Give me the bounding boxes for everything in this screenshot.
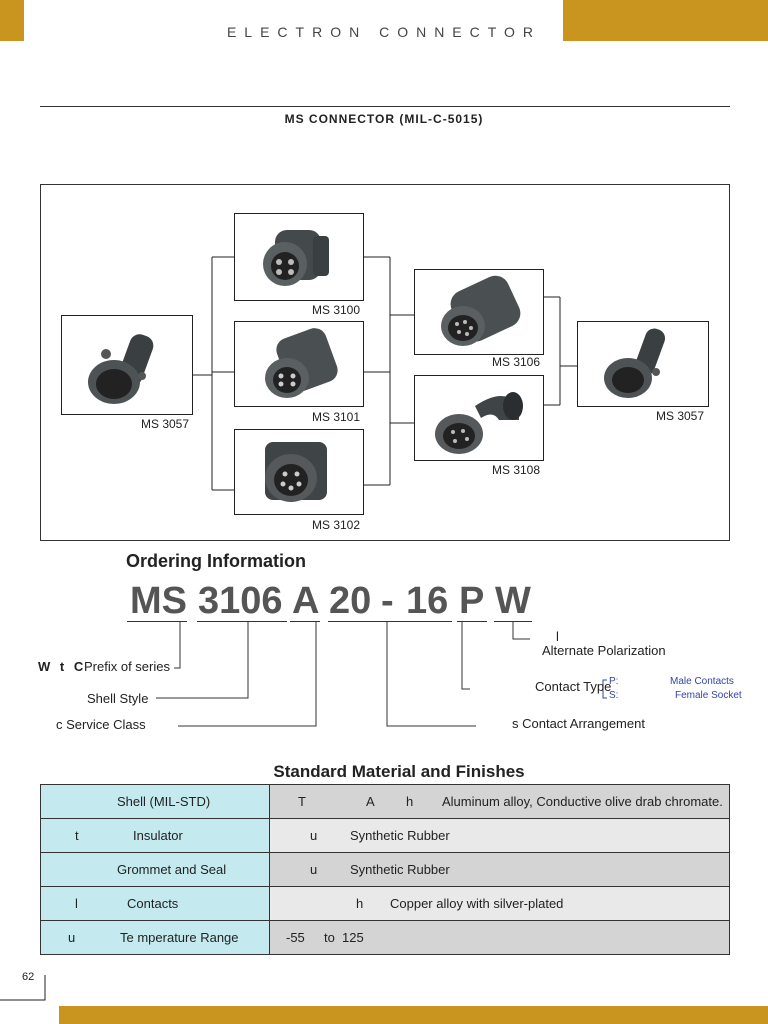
- code-underline-class: [290, 621, 320, 622]
- contact-arrangement-label: s Contact Arrangement: [512, 716, 645, 731]
- code-underline-series: [197, 621, 287, 622]
- section-title: MS CONNECTOR (MIL-C-5015): [284, 112, 484, 126]
- product-box-ms3057-right: [577, 321, 709, 407]
- materials-title: Standard Material and Finishes: [273, 762, 525, 781]
- product-box-ms3100: [234, 213, 364, 301]
- cell-value: 125: [342, 930, 364, 945]
- ms3101-connector-image: [265, 328, 338, 398]
- code-ms: MS: [130, 580, 187, 622]
- table-row: t Insulator u Synthetic Rubber: [40, 818, 730, 853]
- code-dash: -: [381, 580, 394, 622]
- contact-type-p: P:: [609, 676, 619, 687]
- cell-label: Insulator: [133, 828, 183, 843]
- cell-value: Aluminum alloy, Conductive olive drab ch…: [442, 794, 723, 809]
- ms3057-connector-image: [88, 334, 154, 404]
- ms3057-right-connector-image: [604, 328, 666, 398]
- table-row: u Te mperature Range -55 to 125: [40, 920, 730, 955]
- ordering-title: Ordering Information: [126, 551, 306, 571]
- code-underline-ms: [127, 621, 187, 622]
- label-ms3102: MS 3102: [312, 518, 361, 532]
- cell-value: Synthetic Rubber: [350, 862, 450, 877]
- shell-style-label: Shell Style: [87, 691, 149, 706]
- cell-marker: u: [68, 930, 76, 945]
- prefix-marker: W t C: [38, 659, 84, 674]
- code-contact-type: P: [459, 580, 485, 622]
- cell-marker: to: [324, 930, 335, 945]
- section-rule: [40, 106, 730, 107]
- table-row: Grommet and Seal u Synthetic Rubber: [40, 852, 730, 887]
- female-socket-label: Female Socket: [675, 690, 742, 701]
- page-number-bracket: [0, 975, 46, 1001]
- table-cell: Grommet and Seal: [40, 852, 270, 887]
- table-cell: u Synthetic Rubber: [269, 818, 730, 853]
- label-ms3101: MS 3101: [312, 410, 361, 424]
- code-underline-size-arr: [328, 621, 452, 622]
- cell-marker: t: [75, 828, 79, 843]
- product-box-ms3106: [414, 269, 544, 355]
- table-cell: u Synthetic Rubber: [269, 852, 730, 887]
- ms3106-connector-image: [441, 275, 521, 346]
- product-box-ms3102: [234, 429, 364, 515]
- code-underline-type: [457, 621, 487, 622]
- table-cell: u Te mperature Range: [40, 920, 270, 955]
- cell-label: Shell (MIL-STD): [117, 794, 211, 809]
- product-box-ms3108: [414, 375, 544, 461]
- cell-marker: l: [75, 896, 78, 911]
- label-ms3057-right: MS 3057: [656, 409, 705, 423]
- header-title: ELECTRON CONNECTOR: [226, 24, 542, 40]
- cell-marker: u: [310, 828, 318, 843]
- page-number: 62: [22, 971, 35, 983]
- product-diagram: MS 3057 MS 3100 MS 3101: [40, 184, 730, 541]
- table-cell: -55 to 125: [269, 920, 730, 955]
- ms3100-connector-image: [263, 230, 329, 286]
- product-box-ms3057-left: [61, 315, 193, 415]
- label-ms3108: MS 3108: [492, 463, 541, 477]
- alt-polarization-marker: l: [556, 629, 559, 644]
- ms3102-connector-image: [265, 442, 327, 502]
- code-series: 3106: [198, 580, 283, 622]
- contact-type-label: Contact Type: [535, 679, 612, 694]
- code-class: A: [292, 580, 320, 622]
- product-box-ms3101: [234, 321, 364, 407]
- cell-label: Te mperature Range: [120, 930, 239, 945]
- header-accent-right: [563, 0, 768, 41]
- diagram-connector-lines: [193, 256, 577, 491]
- service-class-label: c Service Class: [56, 717, 146, 732]
- cell-marker: T: [298, 794, 306, 809]
- cell-marker: u: [310, 862, 318, 877]
- label-ms3057-left: MS 3057: [141, 417, 190, 431]
- table-row: l Contacts h Copper alloy with silver-plat…: [40, 886, 730, 921]
- cell-label: Contacts: [127, 896, 179, 911]
- alt-polarization-label: Alternate Polarization: [542, 643, 666, 658]
- ms3108-connector-image: [435, 392, 523, 454]
- cell-marker: -55: [286, 930, 305, 945]
- ordering-leader-lines: [156, 621, 607, 727]
- contact-type-s: S:: [609, 690, 619, 701]
- label-ms3100: MS 3100: [312, 303, 361, 317]
- cell-marker: A: [366, 794, 375, 809]
- male-contacts-label: Male Contacts: [670, 676, 734, 687]
- table-cell: h Copper alloy with silver-plated: [269, 886, 730, 921]
- table-cell: t Insulator: [40, 818, 270, 853]
- cell-label: Grommet and Seal: [117, 862, 227, 877]
- code-polarization: W: [495, 580, 531, 622]
- footer-accent-bar: [59, 1006, 768, 1024]
- code-size: 20: [329, 580, 372, 622]
- cell-marker: h: [406, 794, 414, 809]
- header-accent-left: [0, 0, 24, 41]
- table-cell: Shell (MIL-STD): [40, 784, 270, 819]
- code-arrangement: 16: [406, 580, 449, 622]
- cell-marker: h: [356, 896, 364, 911]
- table-cell: l Contacts: [40, 886, 270, 921]
- cell-value: Copper alloy with silver-plated: [390, 896, 564, 911]
- prefix-of-series-label: Prefix of series: [84, 659, 170, 674]
- label-ms3106: MS 3106: [492, 355, 541, 369]
- cell-value: Synthetic Rubber: [350, 828, 450, 843]
